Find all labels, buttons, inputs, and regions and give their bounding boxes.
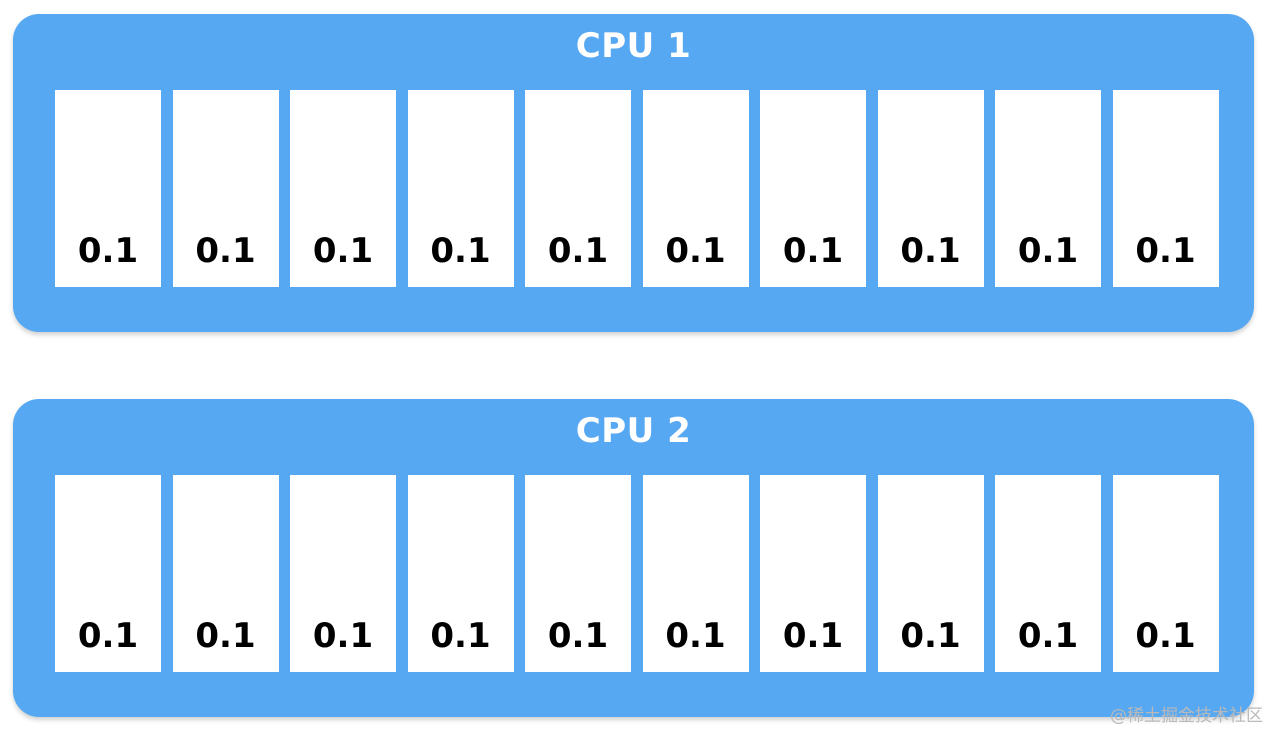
- time-slot-label: 0.1: [430, 231, 491, 271]
- time-slot-label: 0.1: [900, 616, 961, 656]
- time-slot: 0.1: [1112, 90, 1219, 287]
- time-slot-label: 0.1: [547, 616, 609, 656]
- time-slot-label: 0.1: [1135, 616, 1196, 656]
- time-slot-label: 0.1: [1017, 231, 1079, 271]
- time-slot-label: 0.1: [665, 616, 726, 656]
- time-slot: 0.1: [1112, 475, 1219, 672]
- time-slot-label: 0.1: [1017, 616, 1079, 656]
- time-slot-label: 0.1: [77, 231, 139, 271]
- time-slot: 0.1: [407, 90, 514, 287]
- time-slot-label: 0.1: [1135, 231, 1196, 271]
- cpu-title: CPU 1: [575, 26, 692, 66]
- time-slot: 0.1: [55, 90, 161, 287]
- time-slot-label: 0.1: [195, 231, 256, 271]
- time-slot: 0.1: [642, 90, 749, 287]
- time-slot-label: 0.1: [782, 231, 844, 271]
- time-slot-label: 0.1: [430, 616, 491, 656]
- time-slot: 0.1: [172, 475, 279, 672]
- time-slot: 0.1: [995, 475, 1101, 672]
- time-slot: 0.1: [525, 90, 631, 287]
- time-slot-label: 0.1: [312, 616, 374, 656]
- time-slot-label: 0.1: [900, 231, 961, 271]
- time-slot: 0.1: [290, 475, 396, 672]
- time-slot: 0.1: [995, 90, 1101, 287]
- time-slot: 0.1: [642, 475, 749, 672]
- time-slot-label: 0.1: [547, 231, 609, 271]
- time-slot: 0.1: [172, 90, 279, 287]
- time-slot-label: 0.1: [782, 616, 844, 656]
- time-slot: 0.1: [407, 475, 514, 672]
- time-slot-row: 0.1 0.1 0.1 0.1 0.1 0.1 0.1 0.1 0.1 0.1: [55, 475, 1219, 672]
- time-slot: 0.1: [760, 475, 866, 672]
- time-slot: 0.1: [877, 90, 984, 287]
- time-slot: 0.1: [760, 90, 866, 287]
- time-slot-label: 0.1: [195, 616, 256, 656]
- cpu-title: CPU 2: [575, 411, 692, 451]
- time-slot-label: 0.1: [312, 231, 374, 271]
- time-slot-row: 0.1 0.1 0.1 0.1 0.1 0.1 0.1 0.1 0.1 0.1: [55, 90, 1219, 287]
- time-slot: 0.1: [55, 475, 161, 672]
- time-slot: 0.1: [290, 90, 396, 287]
- time-slot: 0.1: [877, 475, 984, 672]
- cpu-box: CPU 2 0.1 0.1 0.1 0.1 0.1 0.1 0.1 0.1 0.…: [13, 399, 1254, 717]
- watermark: @稀土掘金技术社区: [1110, 706, 1263, 726]
- time-slot-label: 0.1: [77, 616, 139, 656]
- time-slot-label: 0.1: [665, 231, 726, 271]
- cpu-box: CPU 1 0.1 0.1 0.1 0.1 0.1 0.1 0.1 0.1 0.…: [13, 14, 1254, 332]
- time-slot: 0.1: [525, 475, 631, 672]
